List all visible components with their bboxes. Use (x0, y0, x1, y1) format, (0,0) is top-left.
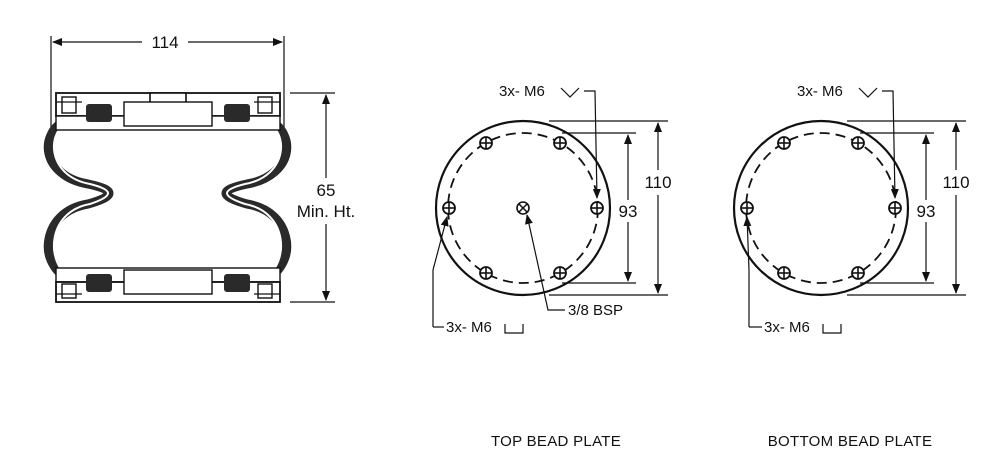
width-dimension-label: 114 (151, 33, 178, 52)
bottom-plate-bolt-callout-top: 3x- M6 (797, 83, 843, 100)
bolt-icon (851, 266, 865, 280)
top-plate-leader-bottom (432, 216, 449, 327)
bolt-icon (777, 136, 791, 150)
top-plate-bolt-callout-top: 3x- M6 (499, 83, 545, 100)
bottom-plate-bolt-circle (745, 132, 897, 284)
port-callout: 3/8 BSP (568, 302, 623, 319)
depth-symbol-icon (504, 324, 524, 334)
bolt-icon (590, 201, 604, 215)
top-plate-leader-top (584, 90, 601, 199)
bolt-icon (442, 201, 456, 215)
side-top-plate (55, 92, 281, 131)
counterbore-symbol-icon (858, 87, 878, 98)
height-note-label: Min. Ht. (297, 202, 356, 221)
bottom-bead-plate-view: 3x- M6 3x- M6 110 93 BOTTOM BEAD PLATE (732, 83, 970, 450)
counterbore-symbol-icon (560, 87, 580, 98)
bolt-icon (777, 266, 791, 280)
height-dimension-label: 65 (317, 181, 336, 200)
bolt-icon (479, 136, 493, 150)
bellows-fill (43, 121, 292, 277)
bottom-plate-leader-top (882, 90, 899, 199)
top-plate-outer-diameter: 110 (644, 173, 671, 192)
top-plate-bolt-circle-diameter: 93 (619, 202, 638, 221)
side-bottom-plate (55, 267, 281, 303)
bolt-icon (479, 266, 493, 280)
bolt-icon (851, 136, 865, 150)
bottom-plate-leader-bottom (743, 216, 752, 327)
bottom-plate-outer-diameter: 110 (942, 173, 969, 192)
bellows-wall-highlight-left (52, 120, 109, 278)
top-plate-outline (434, 119, 612, 297)
bolt-icon (740, 201, 754, 215)
bottom-plate-bolt-circle-diameter: 93 (917, 202, 936, 221)
bolt-icon (888, 201, 902, 215)
bottom-plate-bolt-callout-bottom: 3x- M6 (764, 319, 810, 336)
bolt-icon (553, 266, 567, 280)
air-port-icon (516, 201, 530, 215)
bellows-wall-highlight-right (226, 120, 283, 278)
top-plate-caption: TOP BEAD PLATE (491, 433, 621, 450)
top-plate-bolt-callout-bottom: 3x- M6 (446, 319, 492, 336)
bottom-plate-outline (732, 119, 910, 297)
bolt-icon (553, 136, 567, 150)
depth-symbol-icon (822, 324, 842, 334)
port-leader (525, 214, 565, 311)
top-bead-plate-view: 3x- M6 3x- M6 3/8 BSP 110 93 TOP BEAD PL… (432, 83, 672, 450)
side-view: 114 65 Min. Ht. (43, 33, 356, 303)
bottom-plate-caption: BOTTOM BEAD PLATE (768, 433, 933, 450)
